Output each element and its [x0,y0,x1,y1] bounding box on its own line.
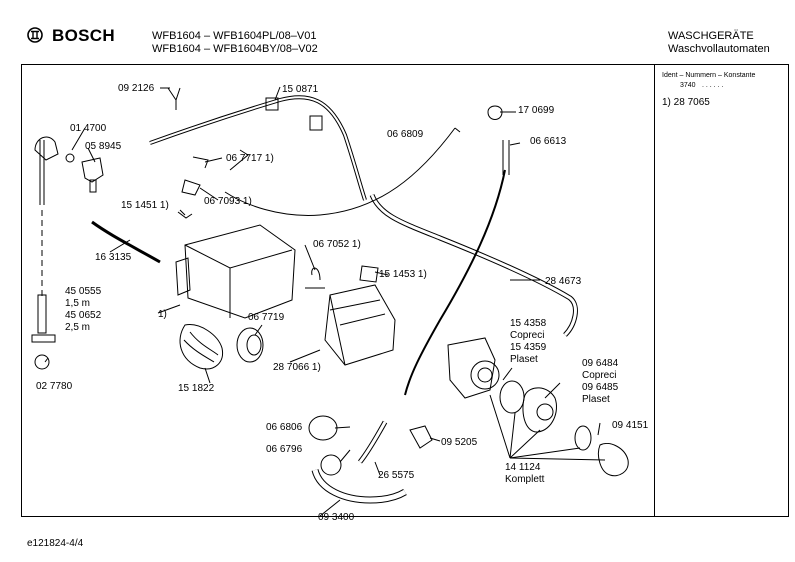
drawing-frame [21,64,789,517]
label-066806: 06 6806 [266,422,303,433]
dispenser-housing [184,224,296,319]
ident-label: Ident – Nummern – Konstante [662,72,756,79]
label-1paren: 1) [158,309,167,320]
label-0677171: 06 7717 1) [226,153,274,164]
label-092126: 09 2126 [118,83,155,94]
drain-hose [369,193,578,337]
model-line-2: WFB1604 – WFB1604BY/08–V02 [152,43,318,55]
label-450652: 45 0652 [65,310,102,321]
label-2870661: 28 7066 1) [273,362,321,373]
label-150871: 15 0871 [282,84,319,95]
label-25m: 2,5 m [65,322,91,333]
label-copreci-1: Copreci [510,330,545,341]
label-15m: 1,5 m [65,298,91,309]
label-plaset-1: Plaset [510,354,538,365]
label-027780: 02 7780 [36,381,73,392]
label-066809: 06 6809 [387,129,424,140]
label-154358: 15 4358 [510,318,547,329]
label-066796: 06 6796 [266,444,303,455]
bosch-logo-icon [27,27,43,43]
bellows [179,324,224,370]
label-096484: 09 6484 [582,358,619,369]
brand-name: BOSCH [52,26,115,45]
label-067719: 06 7719 [248,312,285,323]
label-014700: 01 4700 [70,123,107,134]
label-058945: 05 8945 [85,141,122,152]
ident-value: 3740 [680,82,696,89]
label-450555: 45 0555 [65,286,102,297]
label-1514511: 15 1451 1) [121,200,169,211]
model-line-1: WFB1604 – WFB1604PL/08–V01 [152,30,317,42]
label-plaset-2: Plaset [582,394,610,405]
label-0670521: 06 7052 1) [313,239,361,250]
category-line-1: WASCHGERÄTE [668,30,754,42]
label-copreci-2: Copreci [582,370,617,381]
sidebar-divider [654,64,655,517]
wire [224,127,456,216]
label-163135: 16 3135 [95,252,132,263]
label-093400: 09 3400 [318,512,355,523]
detergent-drawer [324,284,396,366]
label-154359: 15 4359 [510,342,547,353]
label-151822: 15 1822 [178,383,215,394]
hose-163135 [91,220,161,264]
label-095205: 09 5205 [441,437,478,448]
drawing-id: e121824-4/4 [27,538,84,549]
label-094151: 09 4151 [612,420,649,431]
label-141124: 14 1124 [505,462,541,473]
label-284673: 28 4673 [545,276,582,287]
label-096485: 09 6485 [582,382,619,393]
label-1514531: 15 1453 1) [379,269,427,280]
drain-pump [447,337,496,399]
label-0670931: 06 7093 1) [204,196,252,207]
pressure-tube [404,169,506,396]
label-170699: 17 0699 [518,105,555,116]
label-265575: 26 5575 [378,470,415,481]
sidebar-entry: 1) 28 7065 [662,97,710,108]
label-komplett: Komplett [505,474,545,485]
ident-dots: . . . . . . [702,82,724,89]
label-066613: 06 6613 [530,136,567,147]
category-line-2: Waschvollautomaten [668,43,770,55]
